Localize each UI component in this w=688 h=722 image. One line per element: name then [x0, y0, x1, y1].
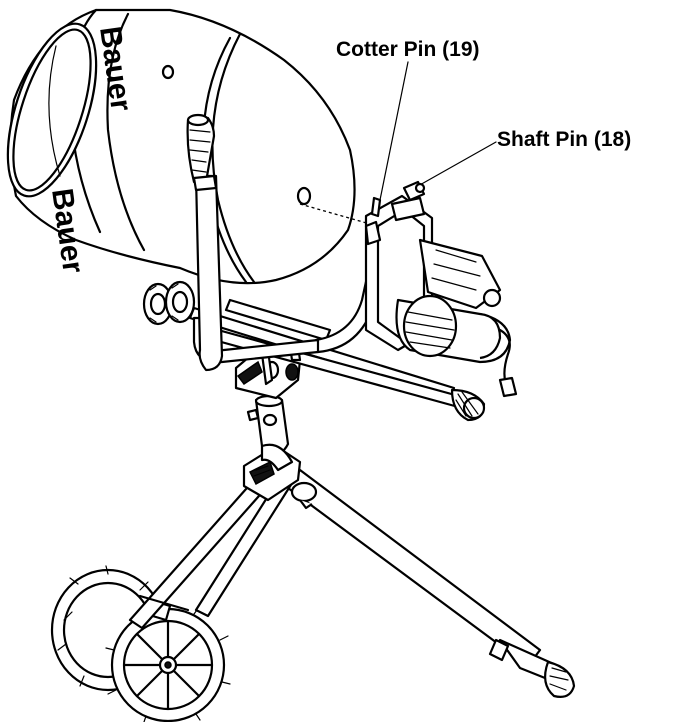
shaft-pin-leader	[402, 141, 497, 202]
tilt-handle	[186, 113, 224, 372]
cotter-pin-leader	[370, 61, 409, 218]
rear-foot-grip	[543, 660, 576, 698]
center-post	[246, 394, 294, 472]
shaft-pin-callout: Shaft Pin (18)	[497, 128, 632, 151]
wheel-front	[105, 603, 231, 722]
rear-leg	[286, 468, 576, 698]
gearbox-motor	[364, 194, 518, 398]
drum-rollers	[142, 280, 196, 326]
mixer-drum: Bauer Bauer	[6, 8, 356, 285]
tow-grip	[450, 388, 486, 422]
front-legs	[128, 472, 296, 630]
cotter-pin-callout: Cotter Pin (19)	[336, 38, 480, 61]
alignment-line	[299, 203, 371, 225]
